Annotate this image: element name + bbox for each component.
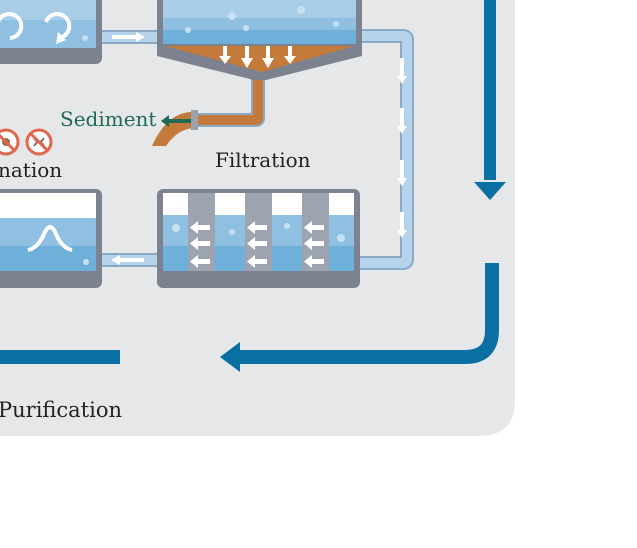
sediment-layer [165,46,354,72]
cycle-arrows [0,0,506,372]
wave-icon [27,225,73,252]
cycle-arrow-left-shaft [0,350,120,364]
recycle-icon [0,12,72,40]
tank-coagulation-top [0,0,102,64]
no-bacteria-icon [0,128,20,156]
tank-sedimentation [157,0,362,80]
tank-disinfection [0,189,102,288]
filter-columns [188,193,329,271]
filtration-arrows [190,221,324,268]
no-virus-icon [25,128,53,156]
sediment-label: Sediment [60,107,157,131]
purification-label: Purification [0,398,123,422]
sediment-arrow-icon [161,115,191,127]
tank-filtration [157,189,360,288]
pipes [99,29,414,270]
cycle-arrow-right-shaft [484,0,496,180]
cycle-arrow-bottom-head [220,342,240,372]
coagulation-label: nation [0,158,63,182]
cycle-arrow-bottom [237,263,499,364]
cycle-arrow-right-head [474,182,506,200]
filtration-label: Filtration [215,148,311,172]
